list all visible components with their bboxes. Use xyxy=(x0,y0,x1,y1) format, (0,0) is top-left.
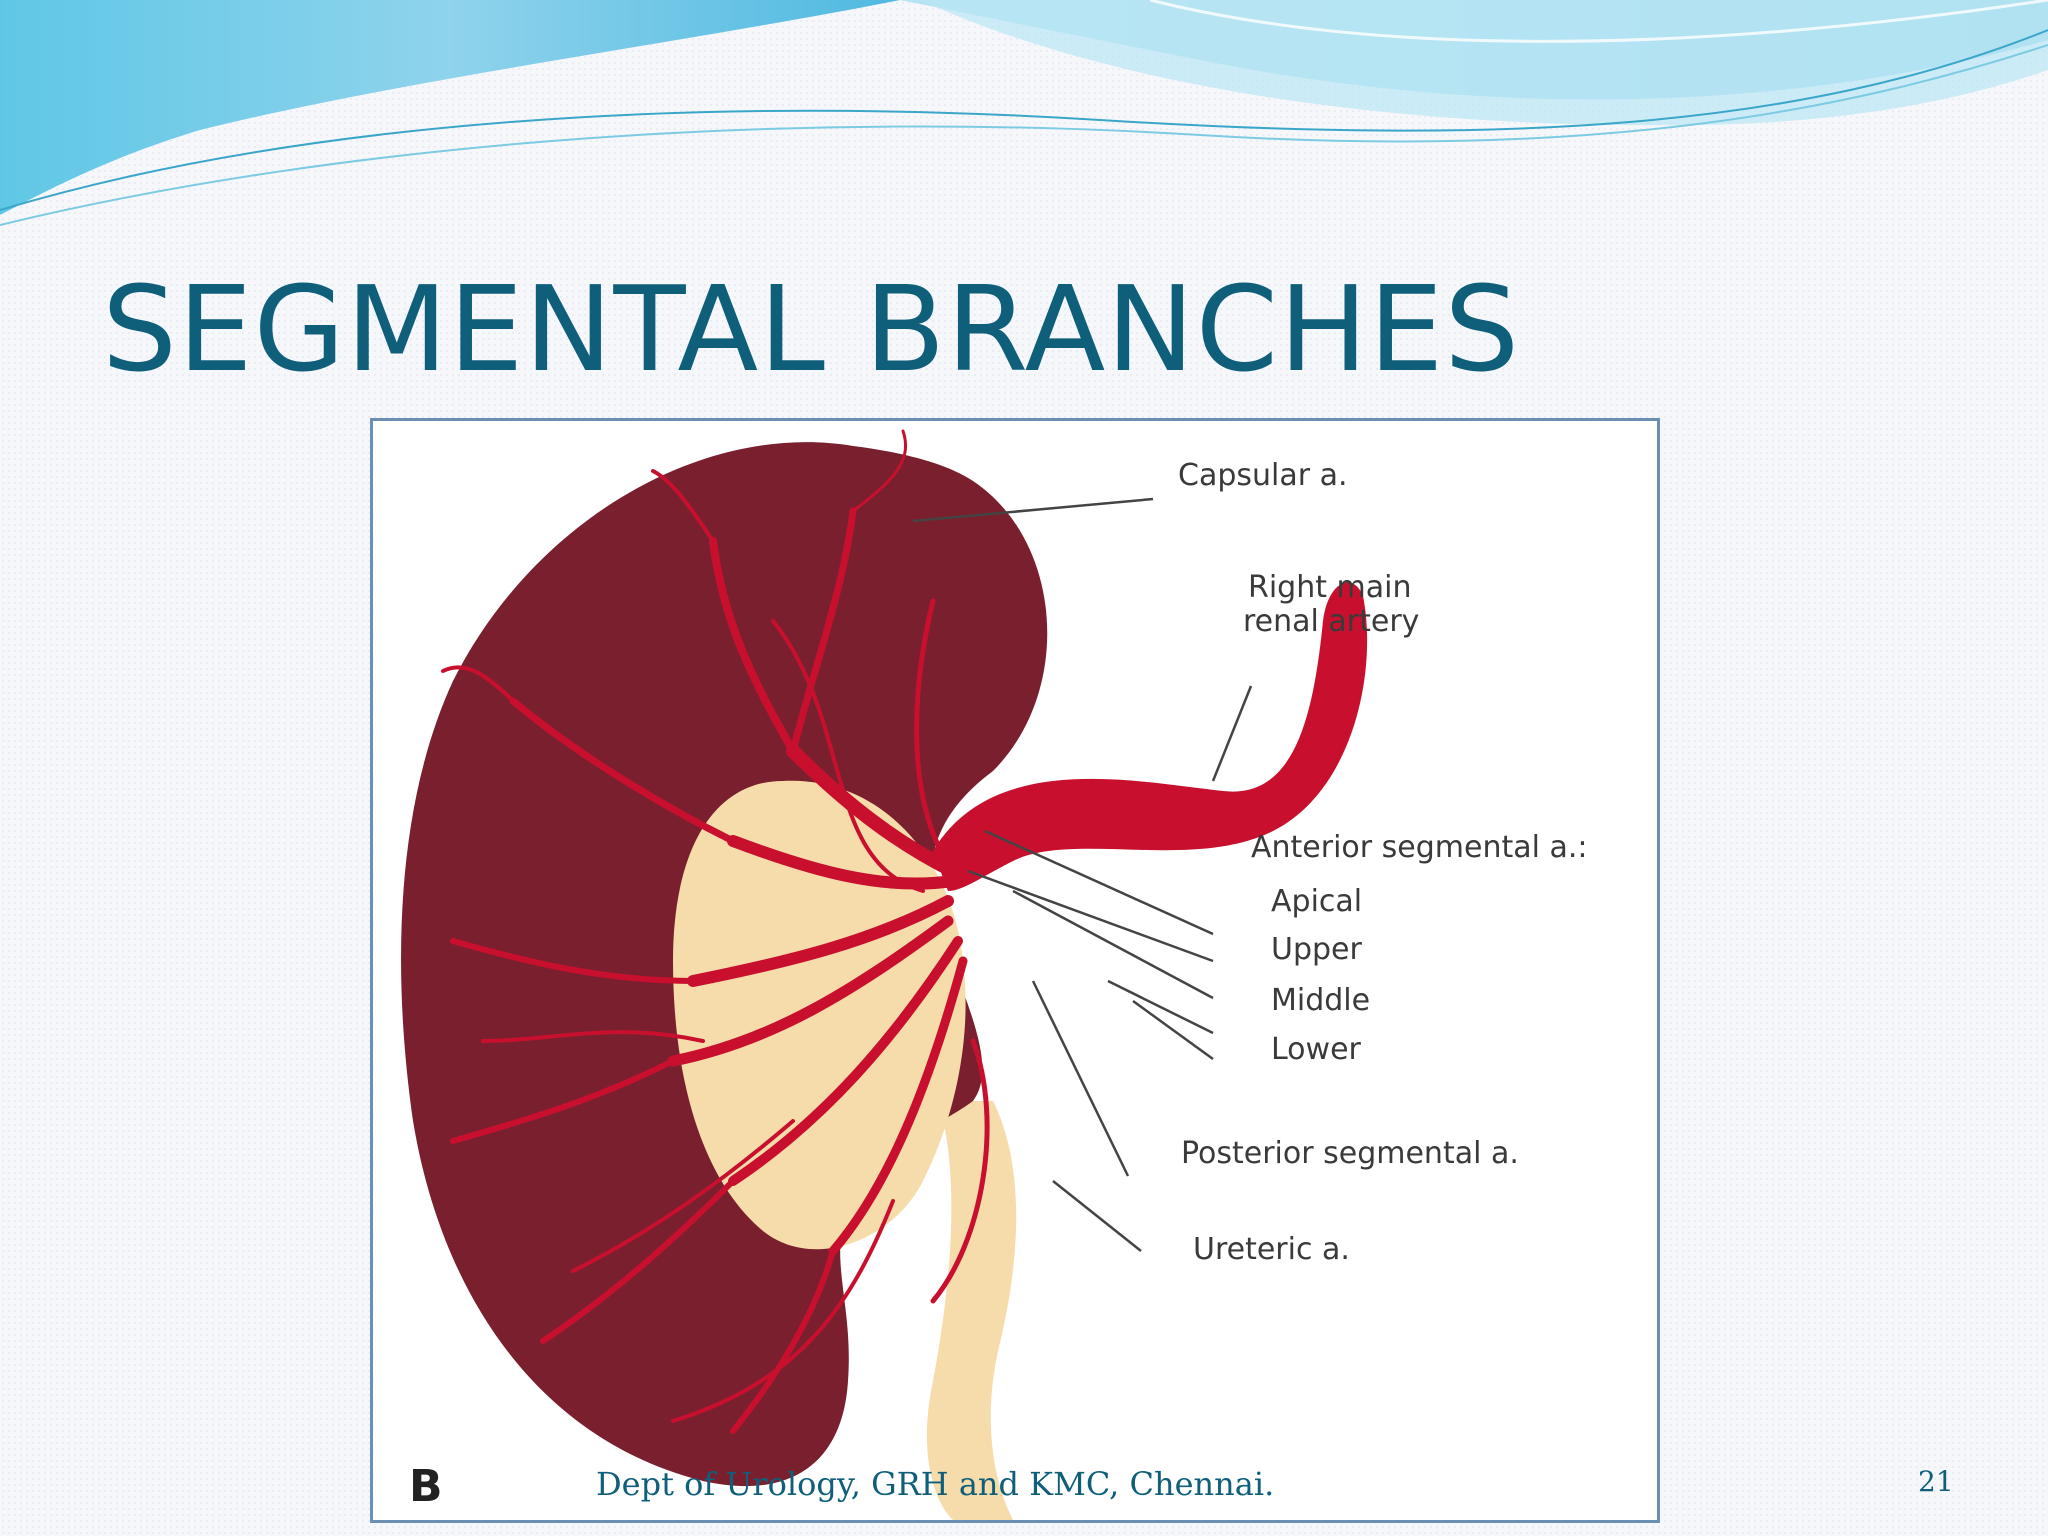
kidney-illustration xyxy=(401,429,1368,1520)
label-apical: Apical xyxy=(1271,884,1363,919)
label-upper: Upper xyxy=(1271,932,1362,967)
label-middle: Middle xyxy=(1271,983,1371,1018)
label-right-main-renal-artery-line2: renal artery xyxy=(1243,604,1420,639)
label-anterior-segmental-artery: Anterior segmental a.: xyxy=(1251,830,1588,865)
page-number: 21 xyxy=(1918,1465,1954,1498)
kidney-figure: Capsular a. Right main renal artery Ante… xyxy=(370,418,1660,1523)
label-capsular-artery: Capsular a. xyxy=(1178,458,1348,493)
ureter xyxy=(926,1101,1017,1520)
label-posterior-segmental-artery: Posterior segmental a. xyxy=(1181,1136,1519,1171)
label-right-main-renal-artery-line1: Right main xyxy=(1248,570,1412,605)
header-waves xyxy=(0,0,2048,226)
renal-sinus xyxy=(673,780,966,1250)
label-ureteric-artery: Ureteric a. xyxy=(1193,1232,1350,1267)
slide-title: SEGMENTAL BRANCHES xyxy=(102,260,1521,398)
footer-text: Dept of Urology, GRH and KMC, Chennai. xyxy=(596,1465,1275,1503)
panel-letter: B xyxy=(409,1461,443,1512)
label-lower: Lower xyxy=(1271,1032,1361,1067)
main-renal-artery xyxy=(933,582,1368,891)
